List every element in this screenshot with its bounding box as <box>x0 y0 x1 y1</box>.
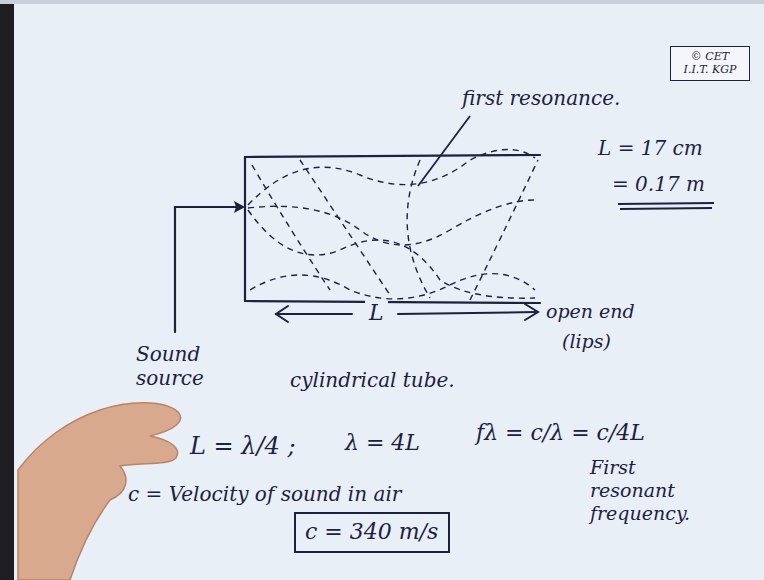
handwritten-label: L = λ/4 ; <box>190 432 296 461</box>
tube-closed-end <box>244 157 246 301</box>
underline <box>618 203 714 204</box>
page-edge <box>0 0 14 580</box>
arrow-head <box>525 304 538 320</box>
handwritten-label: λ = 4L <box>345 430 420 456</box>
dimension-line <box>276 313 352 315</box>
leader-line <box>418 116 470 186</box>
wave-line <box>407 160 430 298</box>
handwritten-label: cylindrical tube. <box>290 368 455 392</box>
handwritten-label: c = Velocity of sound in air <box>128 482 401 506</box>
box-text: c = 340 m/s <box>305 519 439 545</box>
wave-line <box>252 165 330 290</box>
boxed-value: c = 340 m/s <box>294 512 450 553</box>
handwritten-label: L <box>365 300 388 326</box>
box-text: © CET I.I.T. KGP <box>678 50 742 76</box>
wave-line <box>250 274 535 299</box>
source-line <box>175 207 240 332</box>
underline <box>620 208 712 209</box>
handwritten-label: L = 17 cm <box>598 136 703 160</box>
wave-line <box>248 210 535 298</box>
handwritten-label: (lips) <box>562 330 611 353</box>
tube-wall <box>245 301 540 303</box>
handwritten-label: open end <box>546 300 635 323</box>
arrow-head <box>276 306 288 322</box>
handwritten-label: fλ = c/λ = c/4L <box>476 420 645 446</box>
dimension-line <box>398 312 536 314</box>
wave-line <box>248 149 535 205</box>
handwritten-label: first resonance. <box>462 86 620 110</box>
watermark-box: © CET I.I.T. KGP <box>670 46 750 81</box>
tube-wall <box>245 155 540 157</box>
handwritten-label: First resonant frequency. <box>590 456 714 524</box>
arrow-head <box>234 201 245 213</box>
wave-line <box>300 160 390 295</box>
handwritten-label: Sound source <box>136 342 214 390</box>
wave-line <box>470 160 538 300</box>
handwritten-label: = 0.17 m <box>612 172 705 196</box>
page-edge <box>0 0 764 4</box>
wave-line <box>248 200 535 245</box>
